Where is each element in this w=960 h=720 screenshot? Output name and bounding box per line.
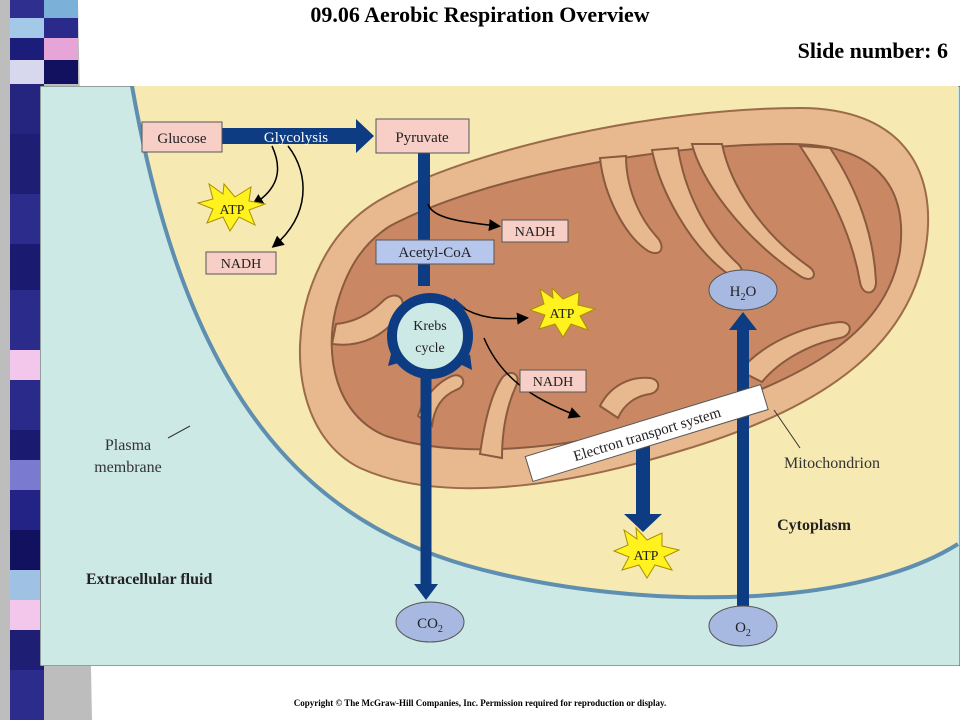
pyruvate-to-nadh-arrow bbox=[427, 203, 501, 232]
krebs-cycle bbox=[387, 293, 473, 379]
h2o-subscript: 2 bbox=[741, 292, 746, 303]
h2o-text: H2O bbox=[730, 284, 757, 303]
cytoplasm-label: Cytoplasm bbox=[777, 517, 851, 534]
glycolysis-to-atp-arrow bbox=[251, 145, 279, 206]
atp-text-krebs: ATP bbox=[550, 307, 575, 322]
nadh-text-glycolysis: NADH bbox=[221, 257, 261, 272]
aerobic-respiration-diagram: Glucose Glycolysis Pyruvate ATP NADH NAD… bbox=[40, 86, 960, 666]
acetyl-coa-text: Acetyl-CoA bbox=[398, 245, 471, 261]
nadh-text-pyruvate: NADH bbox=[515, 225, 555, 240]
pyruvate-label: Pyruvate bbox=[375, 118, 470, 154]
glycolysis-arrow bbox=[218, 119, 374, 153]
o2-subscript: 2 bbox=[746, 628, 751, 639]
slide-title: 09.06 Aerobic Respiration Overview bbox=[310, 2, 650, 27]
krebs-text-line1: Krebs bbox=[413, 319, 446, 334]
h2o-bubble: H2O bbox=[708, 269, 778, 311]
acetyl-coa-label: Acetyl-CoA bbox=[375, 239, 495, 265]
nadh-label-glycolysis: NADH bbox=[205, 251, 277, 275]
glucose-label: Glucose bbox=[141, 121, 223, 153]
co2-main: CO bbox=[417, 616, 438, 632]
plasma-membrane-label-line1: Plasma bbox=[105, 437, 151, 454]
krebs-to-co2-arrow bbox=[414, 374, 438, 600]
co2-bubble: CO2 bbox=[395, 601, 465, 643]
plasma-membrane-label-line2: membrane bbox=[94, 459, 162, 476]
atp-burst-glycolysis: ATP bbox=[196, 182, 267, 233]
glycolysis-to-nadh-arrow bbox=[271, 145, 304, 248]
slide-number: Slide number: 6 bbox=[797, 38, 948, 63]
plasma-membrane bbox=[130, 86, 960, 600]
pyruvate-text: Pyruvate bbox=[395, 130, 449, 146]
o2-bubble: O2 bbox=[708, 605, 778, 647]
glucose-text: Glucose bbox=[157, 131, 206, 147]
copyright-notice: Copyright © The McGraw-Hill Companies, I… bbox=[293, 698, 667, 708]
plasma-membrane-leader bbox=[167, 425, 191, 439]
extracellular-fluid-label: Extracellular fluid bbox=[86, 571, 212, 588]
strip-squares bbox=[10, 0, 78, 720]
atp-text-ets: ATP bbox=[634, 549, 659, 564]
glycolysis-text: Glycolysis bbox=[264, 130, 328, 146]
atp-text-glycolysis: ATP bbox=[220, 203, 245, 218]
cristae bbox=[330, 143, 878, 460]
atp-burst-ets: ATP bbox=[612, 526, 681, 579]
co2-text: CO2 bbox=[417, 616, 443, 635]
o2-main: O bbox=[735, 620, 746, 636]
h2o-h: H bbox=[730, 284, 741, 300]
ets-to-atp-arrow bbox=[624, 436, 662, 532]
nadh-label-pyruvate: NADH bbox=[501, 219, 569, 243]
nadh-text-krebs: NADH bbox=[533, 375, 573, 390]
atp-burst-krebs: ATP bbox=[528, 286, 597, 338]
o2-text: O2 bbox=[735, 620, 751, 639]
nadh-label-krebs: NADH bbox=[519, 369, 587, 393]
h2o-o: O bbox=[746, 284, 757, 300]
co2-subscript: 2 bbox=[438, 624, 443, 635]
krebs-to-nadh-arrow bbox=[483, 337, 581, 419]
mitochondrion-label: Mitochondrion bbox=[784, 455, 880, 472]
krebs-text-line2: cycle bbox=[415, 341, 445, 356]
mitochondrion-leader bbox=[773, 409, 801, 449]
krebs-to-atp-arrow bbox=[459, 305, 529, 325]
